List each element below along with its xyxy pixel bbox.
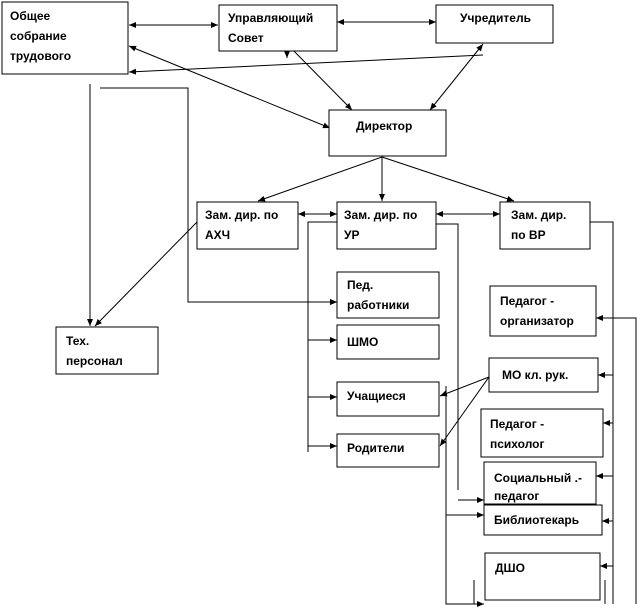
node-librarian: Библиотекарь	[483, 504, 603, 536]
ur-bus	[307, 221, 337, 452]
node-label-line: Зам. дир. по	[344, 208, 417, 222]
node-label-line: Родители	[347, 441, 404, 455]
node-label-line: Тех.	[66, 334, 89, 348]
node-tech-staff: Тех. персонал	[55, 326, 159, 375]
node-shmo: ШМО	[336, 324, 440, 360]
node-deputy-vr: Зам. дир. по ВР	[499, 201, 591, 250]
connectors	[87, 19, 637, 607]
node-label-line: Социальный .-	[494, 471, 582, 485]
node-label-line: персонал	[66, 354, 123, 368]
node-ped-psychologist: Педагог - психолог	[480, 408, 604, 458]
node-deputy-ahch: Зам. дир. по АХЧ	[196, 201, 299, 250]
node-label-line: МО кл. рук.	[502, 368, 568, 382]
node-deputy-ur: Зам. дир. по УР	[336, 201, 437, 250]
node-founder: Учредитель	[435, 4, 554, 44]
node-label-line: Управляющий	[228, 11, 313, 25]
edge-board-director	[286, 43, 353, 111]
node-label-line: трудового	[10, 49, 71, 63]
node-label-line: Пед.	[347, 278, 373, 292]
edge-mo-students	[439, 376, 490, 397]
node-label-line: Зам. дир. по	[205, 208, 278, 222]
node-board: Управляющий Совет	[218, 4, 338, 52]
node-label-line: ШМО	[347, 335, 378, 349]
edge-ahch-tech	[94, 221, 198, 327]
nodes: Общее собрание трудового Управляющий Сов…	[1, 1, 604, 601]
node-label-line: Общее	[10, 9, 51, 23]
edge-mo-parents	[439, 376, 490, 447]
node-label-line: Совет	[228, 31, 264, 45]
node-director: Директор	[328, 109, 447, 157]
node-general-meeting: Общее собрание трудового	[1, 1, 129, 75]
node-label-line: Учащиеся	[347, 389, 406, 403]
node-social-ped: Социальный .- педагог	[483, 461, 597, 505]
node-label-line: АХЧ	[205, 228, 230, 242]
node-ped-workers: Пед. работники	[336, 271, 440, 319]
edge-bus-librarian	[445, 386, 484, 518]
edge-director-vr	[381, 156, 515, 202]
node-mo-class: МО кл. рук.	[488, 357, 599, 393]
edge-director-ahch	[257, 156, 383, 202]
node-label-line: Учредитель	[460, 11, 531, 25]
node-label-line: Педагог -	[500, 294, 554, 308]
edge-founder-director	[429, 43, 484, 111]
node-label-line: УР	[344, 228, 359, 242]
node-label-line: ДШО	[495, 561, 525, 575]
node-label-line: Педагог -	[490, 417, 544, 431]
node-parents: Родители	[336, 433, 440, 468]
node-label-line: педагог	[494, 489, 539, 503]
vr-right-bus	[590, 221, 614, 604]
node-label-line: по ВР	[511, 228, 546, 242]
edge-meeting-pedworkers	[100, 87, 337, 305]
node-label-line: работники	[347, 298, 409, 312]
node-label-line: Зам. дир.	[511, 208, 566, 222]
node-label-line: Библиотекарь	[494, 513, 579, 527]
node-label-line: организатор	[500, 314, 574, 328]
node-label-line: Директор	[356, 119, 412, 133]
edge-bus-bottom	[445, 515, 484, 607]
node-students: Учащиеся	[336, 381, 440, 417]
node-dsho: ДШО	[484, 552, 601, 601]
ur-right-bus	[436, 223, 459, 490]
edge-organizer	[596, 315, 637, 604]
edge-meeting-director	[128, 45, 331, 129]
node-ped-organizer: Педагог - организатор	[489, 285, 597, 337]
node-label-line: психолог	[490, 437, 545, 451]
node-label-line: собрание	[10, 29, 67, 43]
